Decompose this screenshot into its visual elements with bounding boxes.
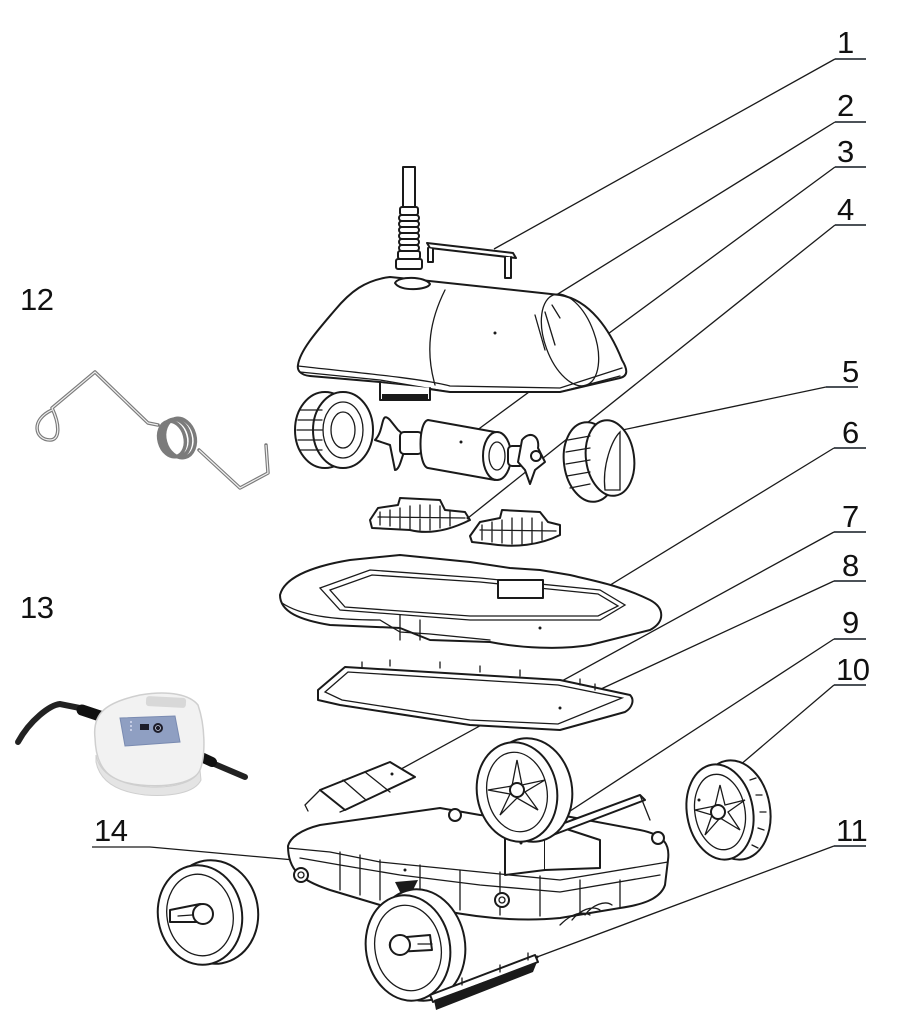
leader-line-3	[460, 166, 866, 443]
part-handle	[426, 242, 517, 279]
leader-lines	[92, 58, 866, 958]
control-panel	[119, 715, 181, 747]
callout-8: 8	[842, 548, 859, 583]
callout-11: 11	[836, 813, 868, 848]
part-side-roller-cap	[562, 419, 636, 503]
callout-13: 13	[20, 590, 54, 625]
callout-6: 6	[842, 415, 859, 450]
part-motor	[374, 416, 546, 485]
part-middle-frame	[279, 554, 663, 649]
leader-line-1	[493, 58, 866, 250]
leader-line-9	[520, 638, 866, 844]
callout-1: 1	[837, 25, 854, 60]
part-wheel-front-left	[156, 859, 260, 966]
callout-5: 5	[842, 354, 859, 389]
part-brush-strip	[429, 952, 539, 1010]
callout-3: 3	[837, 134, 854, 169]
part-wheel	[685, 759, 772, 861]
part-side-roller-left	[294, 391, 374, 469]
leader-line-8	[559, 580, 866, 709]
part-filter-baskets	[369, 497, 561, 547]
leader-line-7	[391, 531, 866, 775]
callout-9: 9	[842, 605, 859, 640]
display-indicator	[140, 724, 149, 730]
part-base-chassis	[287, 794, 670, 926]
part-filter-screen	[304, 761, 416, 813]
part-control-box	[15, 692, 248, 796]
leader-line-11	[536, 845, 866, 958]
callout-2: 2	[837, 88, 854, 123]
callout-12: 12	[20, 282, 54, 317]
callout-10: 10	[836, 652, 870, 687]
part-wheel-rear-left	[475, 737, 574, 843]
callout-7: 7	[842, 499, 859, 534]
part-wire-spring	[35, 370, 270, 490]
power-button-icon	[153, 723, 163, 733]
callout-4: 4	[837, 192, 854, 227]
part-top-cover	[296, 166, 628, 401]
callout-14: 14	[94, 813, 128, 848]
hose-swivel	[395, 206, 423, 270]
part-gasket-frame	[317, 659, 634, 731]
part-wheel-front-right	[364, 888, 467, 1002]
